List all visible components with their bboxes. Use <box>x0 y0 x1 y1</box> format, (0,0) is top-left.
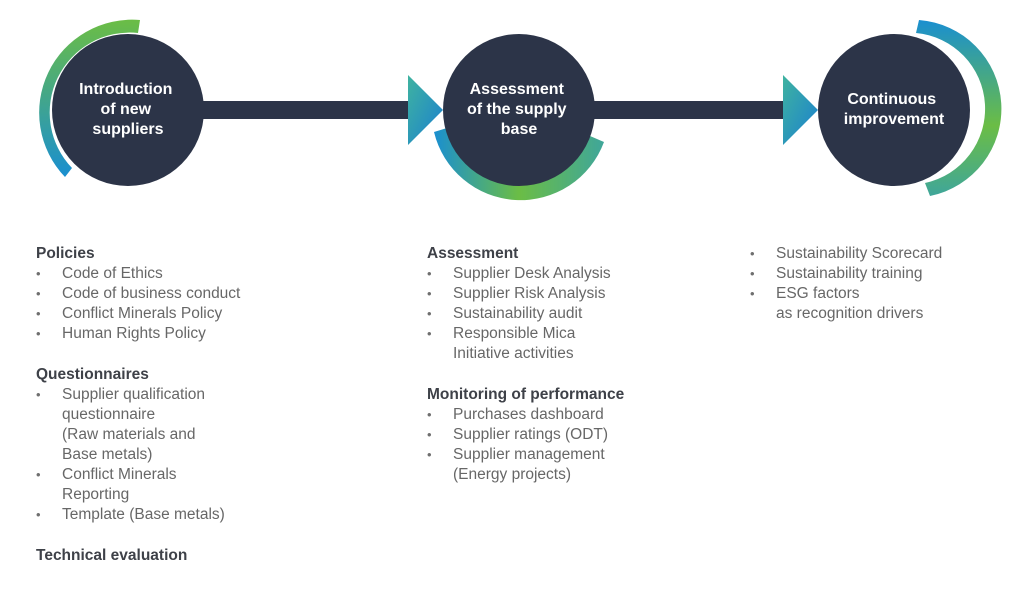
stage-1-title: Introduction of new suppliers <box>79 81 177 138</box>
list-item: Conflict Minerals Reporting <box>36 465 336 505</box>
list-item: Conflict Minerals Policy <box>36 304 336 324</box>
stage-1-circle <box>52 34 204 186</box>
stage-3-accent-arc <box>916 20 1002 196</box>
list-item: Supplier management (Energy projects) <box>427 445 727 485</box>
stage-2-title: Assessment of the supply base <box>467 81 571 138</box>
stage-2-accent-arc <box>434 128 604 201</box>
list-item: Template (Base metals) <box>36 505 336 525</box>
list-item: ESG factors as recognition drivers <box>750 284 1010 324</box>
stage-3-circle <box>818 34 970 186</box>
section-heading-assessment: Assessment <box>427 245 519 262</box>
list-item: Purchases dashboard <box>427 405 727 425</box>
section-heading-questionnaires: Questionnaires <box>36 366 149 383</box>
section-heading-monitoring: Monitoring of performance <box>427 386 625 403</box>
arrow-icon-2 <box>783 75 818 145</box>
arrow-icon-1 <box>408 75 443 145</box>
process-diagram: Introduction of new suppliers Assessment… <box>39 19 1002 201</box>
list-item: Supplier Desk Analysis <box>427 264 727 284</box>
stage-3-title: Continuous improvement <box>844 91 945 128</box>
list-item: Code of business conduct <box>36 284 336 304</box>
list-item: Responsible Mica Initiative activities <box>427 324 727 364</box>
stage-2-circle <box>443 34 595 186</box>
list-item: Human Rights Policy <box>36 324 336 344</box>
monitoring-list: Purchases dashboard Supplier ratings (OD… <box>427 405 727 485</box>
column-assessment: Assessment Supplier Desk Analysis Suppli… <box>427 244 727 485</box>
improvement-list: Sustainability Scorecard Sustainability … <box>750 244 1010 324</box>
connector-2-3 <box>585 101 790 119</box>
section-heading-policies: Policies <box>36 245 95 262</box>
list-item: Sustainability audit <box>427 304 727 324</box>
assessment-list: Supplier Desk Analysis Supplier Risk Ana… <box>427 264 727 364</box>
section-heading-technical-evaluation: Technical evaluation <box>36 547 188 564</box>
list-item: Supplier ratings (ODT) <box>427 425 727 445</box>
connector-1-2 <box>190 101 415 119</box>
column-continuous-improvement: Sustainability Scorecard Sustainability … <box>750 244 1010 324</box>
stage-1-accent-arc <box>39 19 140 177</box>
list-item: Code of Ethics <box>36 264 336 284</box>
list-item: Supplier qualification questionnaire (Ra… <box>36 385 336 465</box>
column-introduction: Policies Code of Ethics Code of business… <box>36 244 336 566</box>
list-item: Supplier Risk Analysis <box>427 284 727 304</box>
policies-list: Code of Ethics Code of business conduct … <box>36 264 336 344</box>
list-item: Sustainability training <box>750 264 1010 284</box>
list-item: Sustainability Scorecard <box>750 244 1010 264</box>
questionnaires-list: Supplier qualification questionnaire (Ra… <box>36 385 336 525</box>
